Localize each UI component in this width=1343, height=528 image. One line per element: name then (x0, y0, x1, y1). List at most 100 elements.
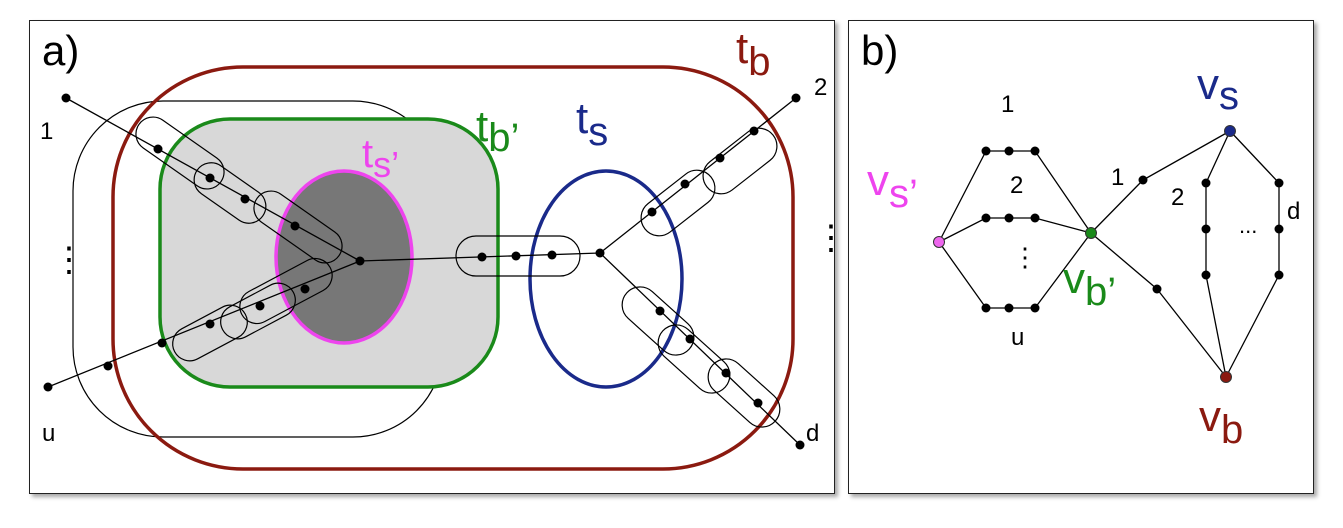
tree-node (647, 207, 657, 217)
panel-a: a) tb tb’ ts ts’ 1 2 u d ⋮ ⋮ (29, 20, 835, 494)
path-label-1: 1 (1001, 91, 1014, 118)
tree-node (721, 368, 731, 378)
graph-node (981, 146, 991, 156)
graph-nodes (981, 146, 1284, 313)
label-vb: vb (1199, 392, 1243, 452)
bag-ts-prime (274, 169, 414, 345)
edge-bag (657, 324, 731, 394)
tree-node (511, 251, 521, 261)
tree-node (43, 382, 53, 392)
graph-path (938, 217, 1092, 243)
right-label-1: 1 (1111, 164, 1124, 191)
graph-node (1274, 178, 1284, 188)
tree-node (355, 256, 365, 266)
graph-edge (1090, 232, 1158, 290)
tree-node (791, 93, 801, 103)
tree-node (753, 398, 763, 408)
node-vb (1220, 371, 1232, 383)
path-label-2: 2 (1010, 172, 1023, 199)
tree-node (157, 338, 167, 348)
graph-node (1030, 303, 1040, 313)
edge-bag (135, 116, 225, 190)
graph-edge (1090, 179, 1144, 234)
tree-node (715, 153, 725, 163)
label-vs: vs (1197, 60, 1239, 118)
edge-bag (621, 286, 695, 356)
edge-bag (239, 257, 333, 325)
panel-b: b) vs vs’ vb’ vb 1 2 ⋮ u 1 2 ... d (848, 20, 1314, 494)
ellipsis-left: ⋮ (52, 241, 86, 279)
node-vs-prime (933, 236, 945, 248)
bag-tb (111, 65, 795, 471)
tree-node (61, 93, 71, 103)
graph-node (1030, 146, 1040, 156)
tree-decomposition-diagram: a) tb tb’ ts ts’ 1 2 u d ⋮ ⋮ (40, 24, 834, 471)
edge-bag (640, 169, 716, 237)
panel-a-label: a) (42, 27, 79, 74)
edge-bag (220, 282, 296, 340)
tree-node (680, 179, 690, 189)
node-vs (1224, 125, 1236, 137)
leaf-label-1: 1 (40, 118, 53, 145)
label-ts: ts (576, 94, 608, 154)
label-tb-prime: tb’ (476, 102, 519, 160)
leaf-label-u: u (42, 420, 55, 447)
right-label-2: 2 (1171, 184, 1184, 211)
tree-node (290, 221, 300, 231)
right-ellipsis: ... (1239, 213, 1257, 238)
tree-node (685, 334, 695, 344)
right-label-d: d (1287, 198, 1300, 225)
label-vs-prime: vs’ (867, 156, 918, 216)
edge-bag (253, 190, 343, 264)
label-ts-prime: ts’ (362, 132, 399, 185)
graph-node (1201, 178, 1211, 188)
tree-nodes (43, 93, 805, 450)
ellipsis-right: ⋮ (814, 219, 834, 257)
graph-node (1004, 146, 1014, 156)
graph-node (1030, 213, 1040, 223)
tree-node (300, 284, 310, 294)
tree-node (153, 144, 163, 154)
edge-bag (702, 127, 778, 195)
tree-node (205, 319, 215, 329)
tree-node (205, 173, 215, 183)
tree-edge (47, 260, 361, 388)
graph-node (1274, 224, 1284, 234)
leaf-label-2: 2 (814, 74, 827, 101)
tree-node (255, 301, 265, 311)
edge-bag (455, 235, 581, 277)
path-label-u: u (1011, 324, 1024, 351)
leaf-label-d: d (806, 420, 819, 447)
bag-ts (528, 169, 684, 389)
tree-node (477, 252, 487, 262)
graph-node (1004, 303, 1014, 313)
graph-node (1152, 284, 1162, 294)
graph-node (1274, 270, 1284, 280)
path-ellipsis: ⋮ (1012, 242, 1038, 272)
edge-bag (172, 304, 248, 362)
graph-path (1205, 130, 1231, 378)
tree-node (655, 306, 665, 316)
label-vb-prime: vb’ (1063, 254, 1116, 314)
graph-node (981, 303, 991, 313)
tree-node (547, 250, 557, 260)
label-tb: tb (736, 24, 770, 84)
tree-node (103, 361, 113, 371)
graph-node (1201, 270, 1211, 280)
graph-edges (938, 130, 1280, 378)
graph-edge (1142, 130, 1231, 181)
tree-node (240, 194, 250, 204)
tree-node (749, 126, 759, 136)
tree-edge (599, 252, 801, 446)
graph-diagram: b) vs vs’ vb’ vb 1 2 ⋮ u 1 2 ... d (861, 27, 1300, 452)
graph-path (1225, 130, 1280, 378)
node-vb-prime (1085, 227, 1097, 239)
graph-edge (1156, 288, 1227, 378)
graph-node (1004, 213, 1014, 223)
tree-edge (599, 97, 797, 254)
graph-node (1138, 175, 1148, 185)
graph-node (1201, 224, 1211, 234)
tree-node (595, 248, 605, 258)
tree-node (795, 440, 805, 450)
panel-b-label: b) (861, 27, 898, 74)
